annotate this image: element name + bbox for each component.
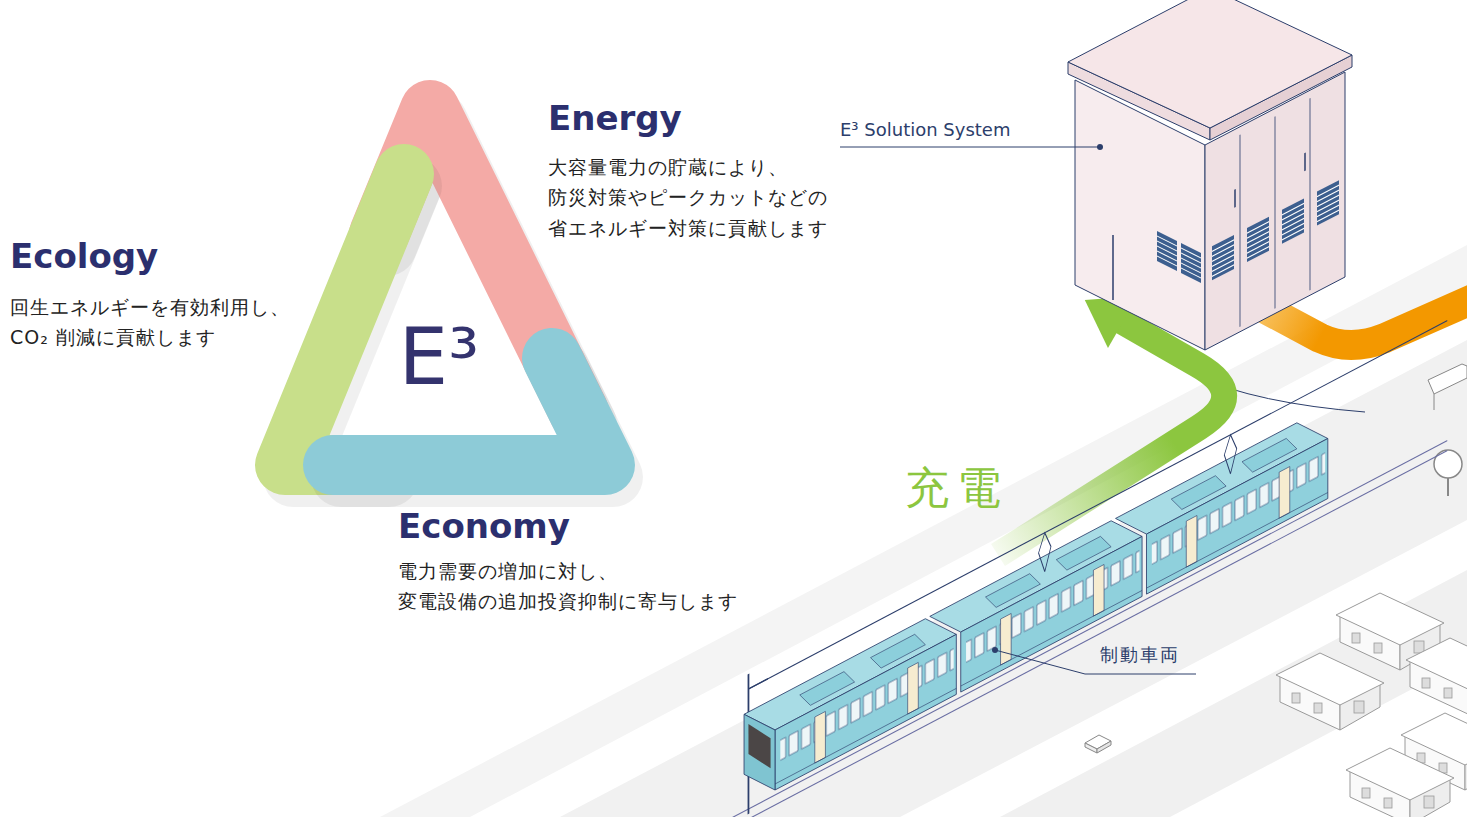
text-wrapper: Ecology [10, 236, 270, 277]
lobe-description: 大容量電力の貯蔵により、 防災対策やピークカットなどの 省エネルギー対策に貢献し… [548, 156, 828, 239]
lobe-heading: Economy [398, 506, 570, 546]
leader-line [840, 147, 1100, 148]
train-illustration [740, 440, 1340, 800]
lobe-description: 電力需要の増加に対し、 変電設備の追加投資抑制に寄与します [398, 560, 738, 612]
text-wrapper: 制動車両 [1100, 643, 1210, 666]
callout-label: 制動車両 [1100, 644, 1180, 665]
rail [722, 451, 1447, 817]
text-wrapper: 大容量電力の貯蔵により、 防災対策やピークカットなどの 省エネルギー対策に貢献し… [548, 152, 848, 243]
leader-dot [992, 647, 998, 653]
edge-label-wrapper: 充電 [905, 462, 1009, 515]
train-set [722, 306, 1447, 817]
road-sign [1434, 450, 1462, 496]
small-car [1085, 735, 1111, 753]
lobe-shape [0, 0, 700, 620]
text-wrapper: Energy [548, 98, 848, 139]
cabinet-illustration [830, 0, 1350, 360]
train-car [744, 602, 956, 806]
cabinet-vents [1157, 231, 1201, 283]
lobe-heading: Energy [548, 98, 682, 138]
text-wrapper: 回生エネルギーを有効利用し、 CO₂ 削減に貢献します [10, 292, 310, 353]
lobe-description: 回生エネルギーを有効利用し、 CO₂ 削減に貢献します [10, 296, 290, 348]
e3-lobe: Ecology 回生エネルギーを有効利用し、 CO₂ 削減に貢献します [0, 0, 700, 620]
overhead-wire [748, 321, 1447, 689]
cable-riser [1112, 235, 1114, 300]
e3-lobe: Economy電力需要の増加に対し、 変電設備の追加投資抑制に寄与します [0, 0, 700, 620]
edge-label: 充電 [905, 462, 1009, 513]
cabinet-roof [1068, 0, 1352, 128]
track-bed [560, 340, 1467, 817]
text-wrapper: E³ Solution System [840, 118, 1090, 141]
house-icon [1276, 653, 1384, 730]
house-icon [1346, 748, 1454, 817]
label-wrapper: E³ [389, 318, 489, 396]
text-wrapper: Economy [398, 506, 698, 547]
station-canopy [1428, 364, 1467, 410]
callout-label: E³ Solution System [840, 119, 1010, 140]
storage-cabinet: E³ Solution System [830, 0, 1350, 300]
train-car [1116, 383, 1328, 610]
cabinet-doors [1212, 83, 1339, 341]
train: 制動車両 [740, 555, 1340, 800]
center-mark: E³ [399, 312, 480, 402]
lobe-heading: Ecology [10, 236, 158, 276]
lobe-band [285, 174, 404, 465]
house-icon [1406, 638, 1467, 715]
leader-dot [1097, 144, 1103, 150]
rail [722, 441, 1447, 817]
text-wrapper: 電力需要の増加に対し、 変電設備の追加投資抑制に寄与します [398, 556, 798, 617]
